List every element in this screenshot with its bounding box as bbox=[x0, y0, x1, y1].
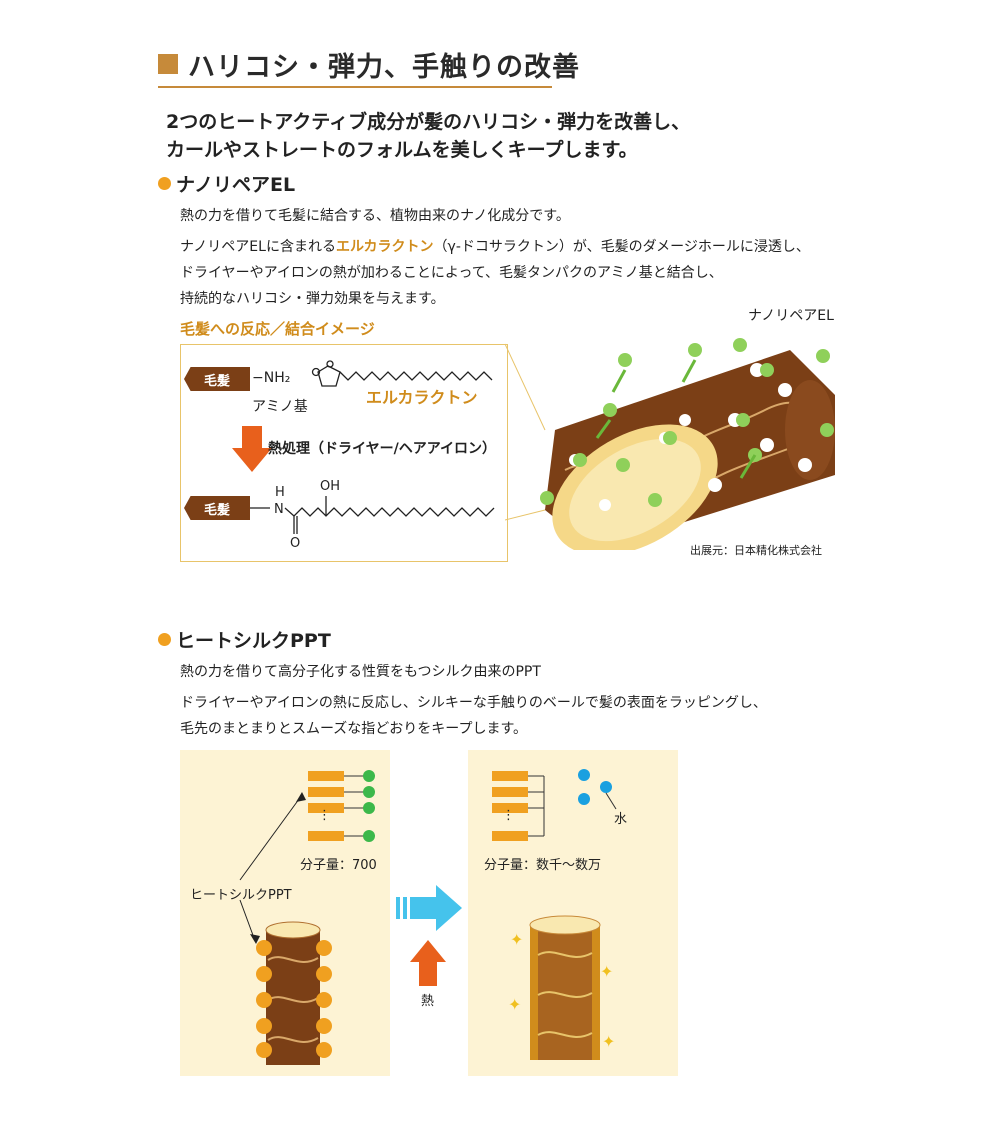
lactone-label: エルカラクトン bbox=[366, 388, 478, 407]
section2-heading-text: ヒートシルクPPT bbox=[176, 630, 331, 652]
lead-line-2: カールやストレートのフォルムを美しくキープします。 bbox=[166, 139, 638, 161]
section2-heading: ヒートシルクPPT bbox=[158, 626, 331, 653]
bullet-dot-icon bbox=[158, 633, 171, 646]
bullet-dot-icon bbox=[158, 177, 171, 190]
left-ellipsis: ⋮ bbox=[318, 808, 331, 823]
section1-summary: 熱の力を借りて毛髪に結合する、植物由来のナノ化成分です。 bbox=[180, 208, 570, 224]
h-label: H bbox=[275, 485, 285, 500]
section2-body-line-2: 毛先のまとまりとスムーズな指どおりをキープします。 bbox=[180, 721, 528, 737]
reaction-diagram-title: 毛髪への反応／結合イメージ bbox=[180, 320, 375, 338]
heat-treatment-label: 熱処理（ドライヤー/ヘアアイロン） bbox=[268, 441, 496, 457]
body-highlight: エルカラクトン bbox=[335, 239, 434, 255]
oh-label: OH bbox=[320, 479, 341, 494]
coated-hair-illustration: ✦ ✦ ✦ ✦ bbox=[508, 915, 615, 1060]
svg-text:✦: ✦ bbox=[510, 930, 523, 949]
o-label: O bbox=[290, 536, 301, 551]
source-credit: 出展元：日本精化株式会社 bbox=[690, 544, 822, 557]
lead-text: 2つのヒートアクティブ成分が髪のハリコシ・弾力を改善し、 カールやストレートのフ… bbox=[166, 108, 690, 164]
section2-body: ドライヤーやアイロンの熱に反応し、シルキーな手触りのベールで髪の表面をラッピング… bbox=[180, 690, 767, 742]
title-square-icon bbox=[158, 54, 178, 74]
svg-text:✦: ✦ bbox=[602, 1032, 615, 1051]
heat-up-arrow-icon bbox=[410, 940, 446, 986]
nh2-label: −NH₂ bbox=[252, 370, 291, 386]
hair-tag-bottom: 毛髪 bbox=[184, 496, 250, 520]
transform-arrow-icon bbox=[396, 885, 462, 931]
page-title: ハリコシ・弾力、手触りの改善 bbox=[158, 44, 580, 84]
section1-body-line-2: ドライヤーやアイロンの熱が加わることによって、毛髪タンパクのアミノ基と結合し、 bbox=[180, 265, 723, 281]
small-ppt-molecules bbox=[308, 770, 375, 842]
amide-structure bbox=[250, 496, 495, 534]
section1-body: ナノリペアELに含まれるエルカラクトン（γ-ドコサラクトン）が、毛髪のダメージホ… bbox=[180, 234, 810, 312]
n-label: N bbox=[274, 502, 284, 517]
title-underline bbox=[158, 86, 552, 88]
hair-with-ppt-illustration bbox=[256, 921, 332, 1065]
svg-text:✦: ✦ bbox=[600, 962, 613, 981]
right-ellipsis: ⋮ bbox=[502, 808, 515, 823]
heat-label: 熱 bbox=[421, 994, 435, 1009]
body-post: （γ-ドコサラクトン）が、毛髪のダメージホールに浸透し、 bbox=[433, 239, 810, 255]
section1-heading-text: ナノリペアEL bbox=[176, 174, 296, 196]
left-molecular-weight: 分子量：700 bbox=[300, 858, 377, 873]
body-pre: ナノリペアELに含まれる bbox=[180, 239, 336, 255]
right-molecular-weight: 分子量：数千〜数万 bbox=[484, 858, 602, 873]
heat-arrow-icon bbox=[232, 426, 272, 472]
hair-tag-top: 毛髪 bbox=[184, 367, 250, 391]
section1-heading: ナノリペアEL bbox=[158, 170, 295, 197]
hair-cross-section-illustration bbox=[505, 338, 835, 550]
heatsilk-label: ヒートシルクPPT bbox=[190, 888, 292, 903]
svg-text:✦: ✦ bbox=[508, 995, 521, 1014]
section1-body-line-3: 持続的なハリコシ・弾力効果を与えます。 bbox=[180, 291, 445, 307]
large-ppt-molecules bbox=[492, 769, 617, 841]
lead-line-1: 2つのヒートアクティブ成分が髪のハリコシ・弾力を改善し、 bbox=[166, 111, 691, 133]
section1-body-line-1: ナノリペアELに含まれるエルカラクトン（γ-ドコサラクトン）が、毛髪のダメージホ… bbox=[180, 234, 810, 260]
amino-label: アミノ基 bbox=[252, 399, 308, 415]
lactone-structure bbox=[311, 360, 493, 387]
section2-body-line-1: ドライヤーやアイロンの熱に反応し、シルキーな手触りのベールで髪の表面をラッピング… bbox=[180, 695, 767, 711]
reaction-diagram-box bbox=[180, 344, 508, 562]
water-label: 水 bbox=[614, 812, 628, 827]
nanorepair-callout: ナノリペアEL bbox=[748, 308, 834, 324]
section2-summary: 熱の力を借りて高分子化する性質をもつシルク由来のPPT bbox=[180, 664, 541, 680]
title-text: ハリコシ・弾力、手触りの改善 bbox=[188, 51, 580, 83]
pointer-arrows bbox=[239, 792, 306, 944]
